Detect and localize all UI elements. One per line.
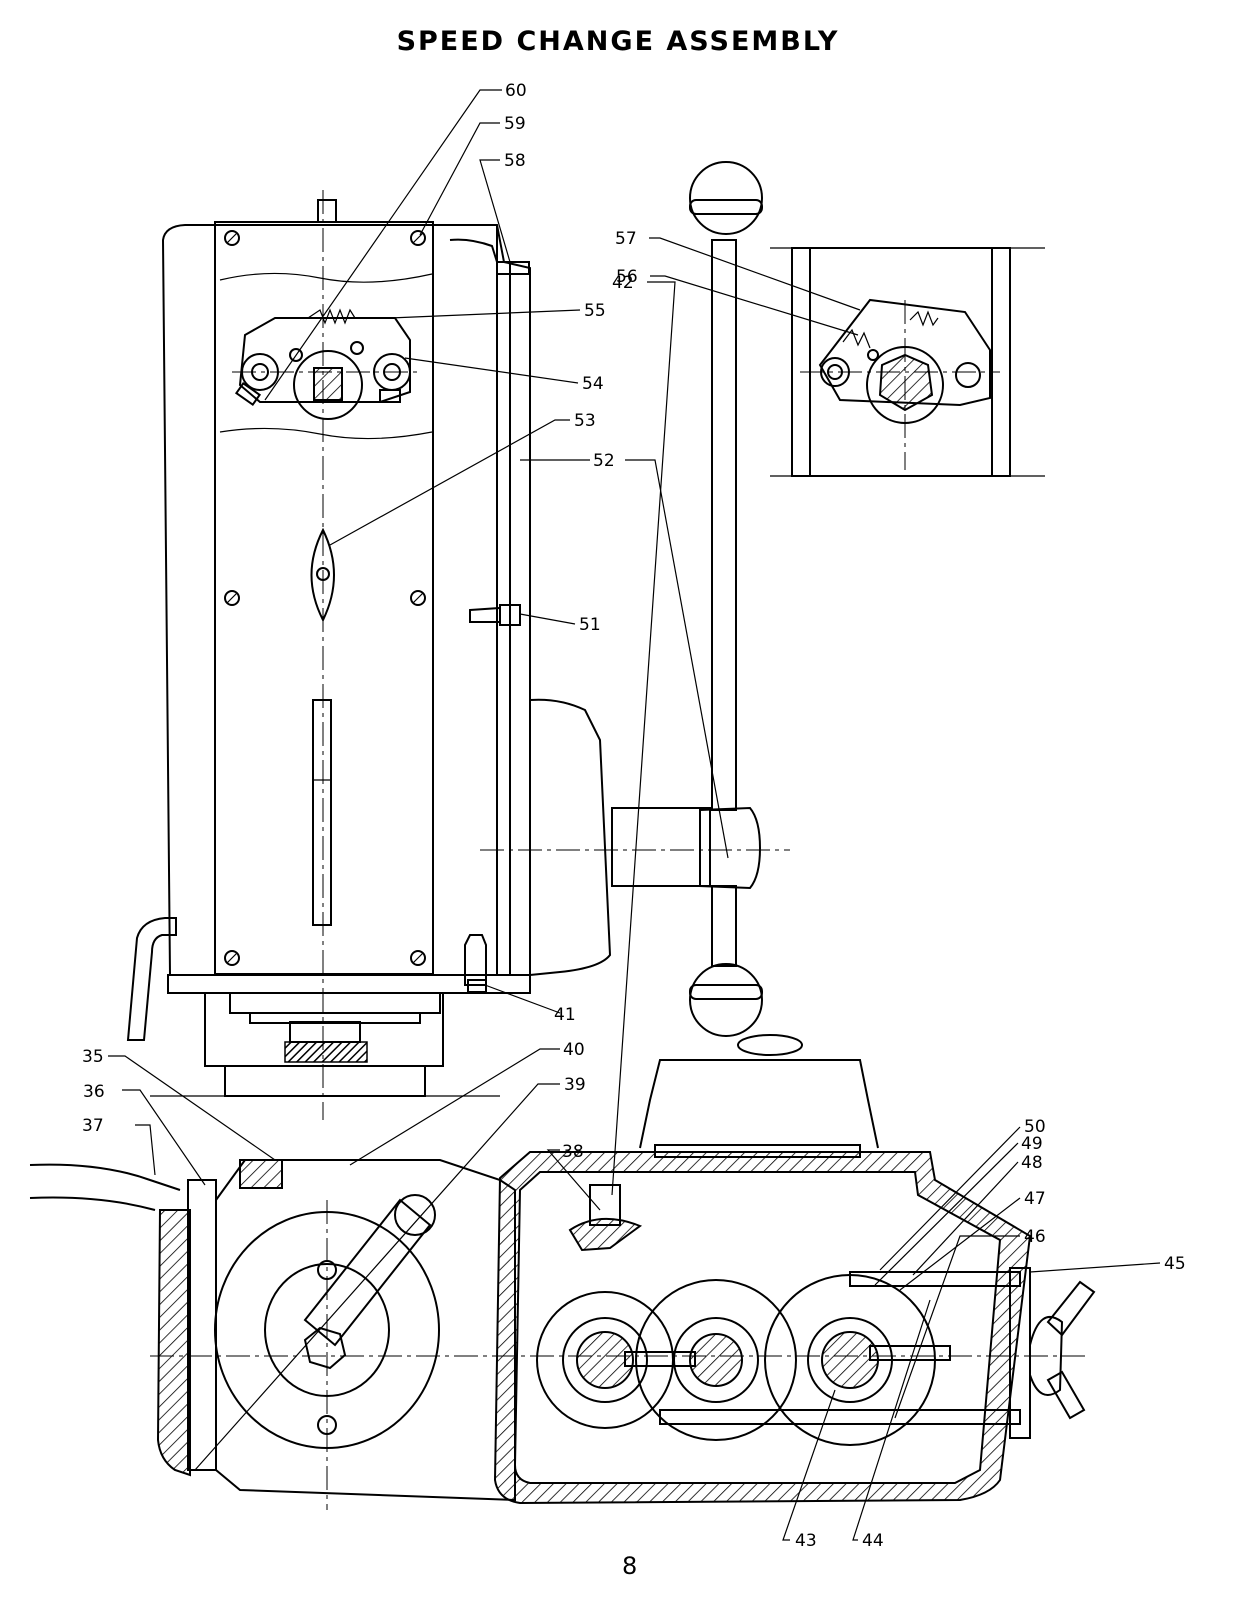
side-plugs [464, 604, 521, 993]
callout-51: 51 [579, 615, 601, 635]
callout-44: 44 [862, 1531, 884, 1551]
callout-58: 58 [504, 151, 526, 171]
callout-43: 43 [795, 1531, 817, 1551]
gearbox-housing [29, 1034, 1096, 1510]
cover-screws [224, 230, 426, 966]
callout-36: 36 [83, 1082, 105, 1102]
inset-detail [770, 247, 1045, 477]
callout-59: 59 [504, 114, 526, 134]
callout-49: 49 [1021, 1134, 1043, 1154]
callout-42: 42 [612, 273, 634, 293]
callout-35: 35 [82, 1047, 104, 1067]
page-number: 8 [622, 1552, 638, 1580]
callout-54: 54 [582, 374, 604, 394]
callout-55: 55 [584, 301, 606, 321]
callout-52: 52 [593, 451, 615, 471]
callout-45: 45 [1164, 1254, 1186, 1274]
detent-mechanism [232, 308, 420, 420]
callout-labels: 35 36 37 38 39 40 41 42 43 44 45 46 47 4… [82, 81, 1186, 1551]
callout-48: 48 [1021, 1153, 1043, 1173]
callout-38: 38 [562, 1142, 584, 1162]
callout-56: 56 [616, 267, 638, 287]
callout-57: 57 [615, 229, 637, 249]
callout-46: 46 [1024, 1227, 1046, 1247]
callout-37: 37 [82, 1116, 104, 1136]
diagram-title: SPEED CHANGE ASSEMBLY [396, 26, 840, 57]
leader-lines [108, 89, 1161, 1541]
callout-41: 41 [554, 1005, 576, 1025]
callout-40: 40 [563, 1040, 585, 1060]
callout-50: 50 [1024, 1117, 1046, 1137]
callout-53: 53 [574, 411, 596, 431]
lever-boss [480, 161, 790, 1037]
upper-housing [126, 190, 531, 1120]
callout-47: 47 [1024, 1189, 1046, 1209]
callout-39: 39 [564, 1075, 586, 1095]
callout-60: 60 [505, 81, 527, 101]
